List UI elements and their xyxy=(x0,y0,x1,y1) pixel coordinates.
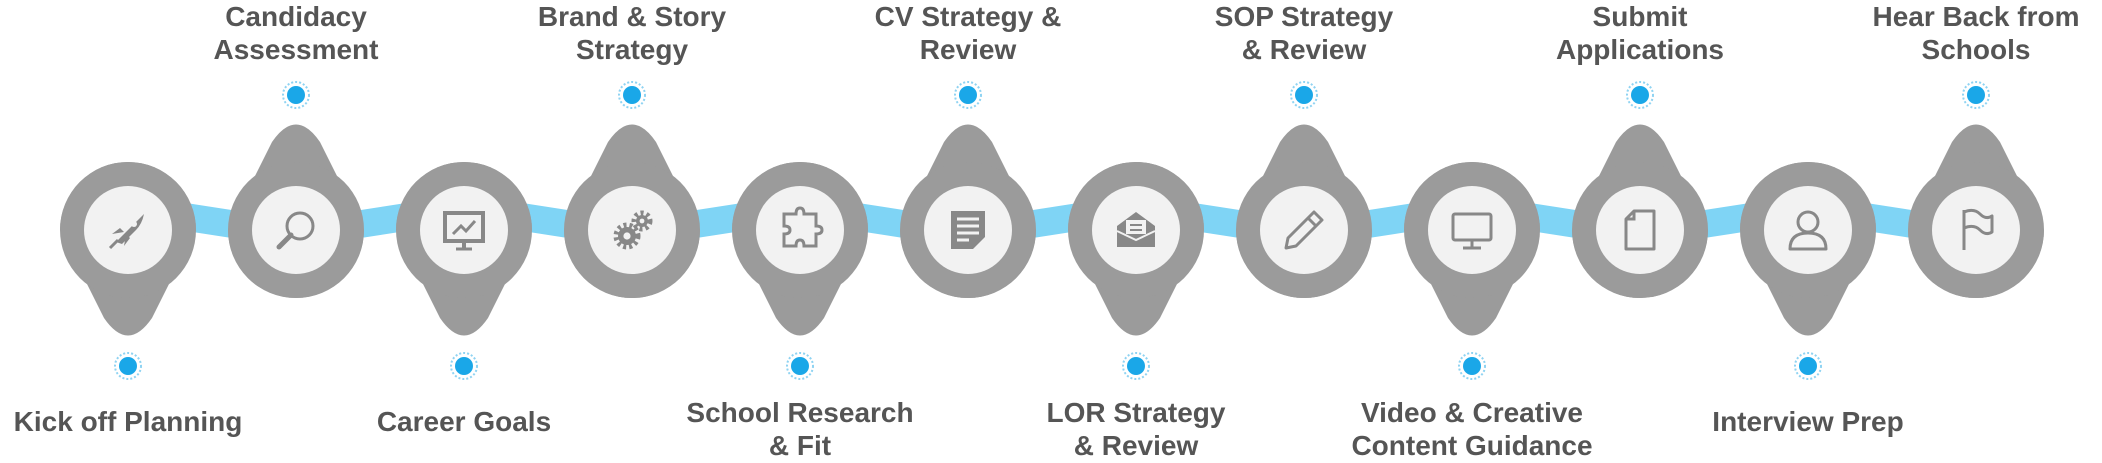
puzzle-icon xyxy=(782,206,824,248)
step-label: School Research& Fit xyxy=(650,396,950,462)
step-marker xyxy=(1404,162,1540,380)
step-label-line: Assessment xyxy=(213,34,379,65)
step-label-line: Content Guidance xyxy=(1351,430,1593,461)
step-label-line: Interview Prep xyxy=(1712,406,1904,437)
icon-disc xyxy=(1260,186,1348,274)
step-label-line: Video & Creative xyxy=(1360,397,1584,428)
step-label: LOR Strategy& Review xyxy=(986,396,1286,462)
milestone-dot xyxy=(114,352,142,380)
step-label-line: Candidacy xyxy=(225,1,367,32)
step-label-line: & Fit xyxy=(768,430,832,461)
flag-icon xyxy=(1962,208,1994,250)
file-icon xyxy=(1624,209,1656,251)
icon-disc xyxy=(1428,186,1516,274)
step-label-line: SOP Strategy xyxy=(1214,1,1394,32)
step-label-line: Applications xyxy=(1555,34,1724,65)
milestone-dot xyxy=(1290,81,1318,109)
step-label-line: Brand & Story xyxy=(537,1,727,32)
gears-icon xyxy=(613,210,653,250)
milestone-dot xyxy=(1794,352,1822,380)
magnifier-icon xyxy=(276,211,315,250)
milestone-dot xyxy=(1122,352,1150,380)
step-label-line: CV Strategy & xyxy=(874,1,1062,32)
step-marker xyxy=(1572,81,1708,298)
icon-disc xyxy=(1596,186,1684,274)
step-label-line: LOR Strategy xyxy=(1046,397,1226,428)
step-label: Interview Prep xyxy=(1658,405,1958,438)
step-marker xyxy=(900,81,1036,298)
milestone-dot xyxy=(1458,352,1486,380)
step-marker xyxy=(60,162,196,380)
icon-disc xyxy=(252,186,340,274)
step-label-line: Career Goals xyxy=(376,406,552,437)
step-label-line: Submit xyxy=(1592,1,1688,32)
step-marker xyxy=(228,81,364,298)
step-marker xyxy=(564,81,700,298)
step-label-line: Strategy xyxy=(575,34,689,65)
step-marker xyxy=(396,162,532,380)
step-marker xyxy=(1908,81,2044,298)
milestone-dot xyxy=(282,81,310,109)
milestone-dot xyxy=(450,352,478,380)
milestone-dot xyxy=(786,352,814,380)
milestone-dot xyxy=(618,81,646,109)
envelope-icon xyxy=(1116,212,1156,247)
rocket-icon xyxy=(108,214,144,250)
step-label-line: Review xyxy=(919,34,1017,65)
step-marker xyxy=(1068,162,1204,380)
step-label: Career Goals xyxy=(314,405,614,438)
step-label-line: School Research xyxy=(686,397,914,428)
pencil-icon xyxy=(1284,210,1324,250)
step-marker xyxy=(732,162,868,380)
step-label: CV Strategy &Review xyxy=(818,0,1118,66)
step-marker xyxy=(1740,162,1876,380)
step-label-line: Hear Back from xyxy=(1872,1,2080,32)
icon-disc xyxy=(1764,186,1852,274)
milestone-dot xyxy=(954,81,982,109)
step-label-line: & Review xyxy=(1241,34,1367,65)
step-label-line: Kick off Planning xyxy=(13,406,243,437)
chart-board-icon xyxy=(443,211,485,251)
step-label-line: Schools xyxy=(1921,34,2031,65)
step-label-line: & Review xyxy=(1073,430,1199,461)
step-label: Kick off Planning xyxy=(0,405,278,438)
document-icon xyxy=(951,211,985,249)
person-icon xyxy=(1788,210,1828,251)
milestone-dot xyxy=(1962,81,1990,109)
icon-disc xyxy=(1932,186,2020,274)
milestone-dot xyxy=(1626,81,1654,109)
step-marker xyxy=(1236,81,1372,298)
icon-disc xyxy=(756,186,844,274)
monitor-icon xyxy=(1451,212,1493,250)
step-label: SOP Strategy& Review xyxy=(1154,0,1454,66)
